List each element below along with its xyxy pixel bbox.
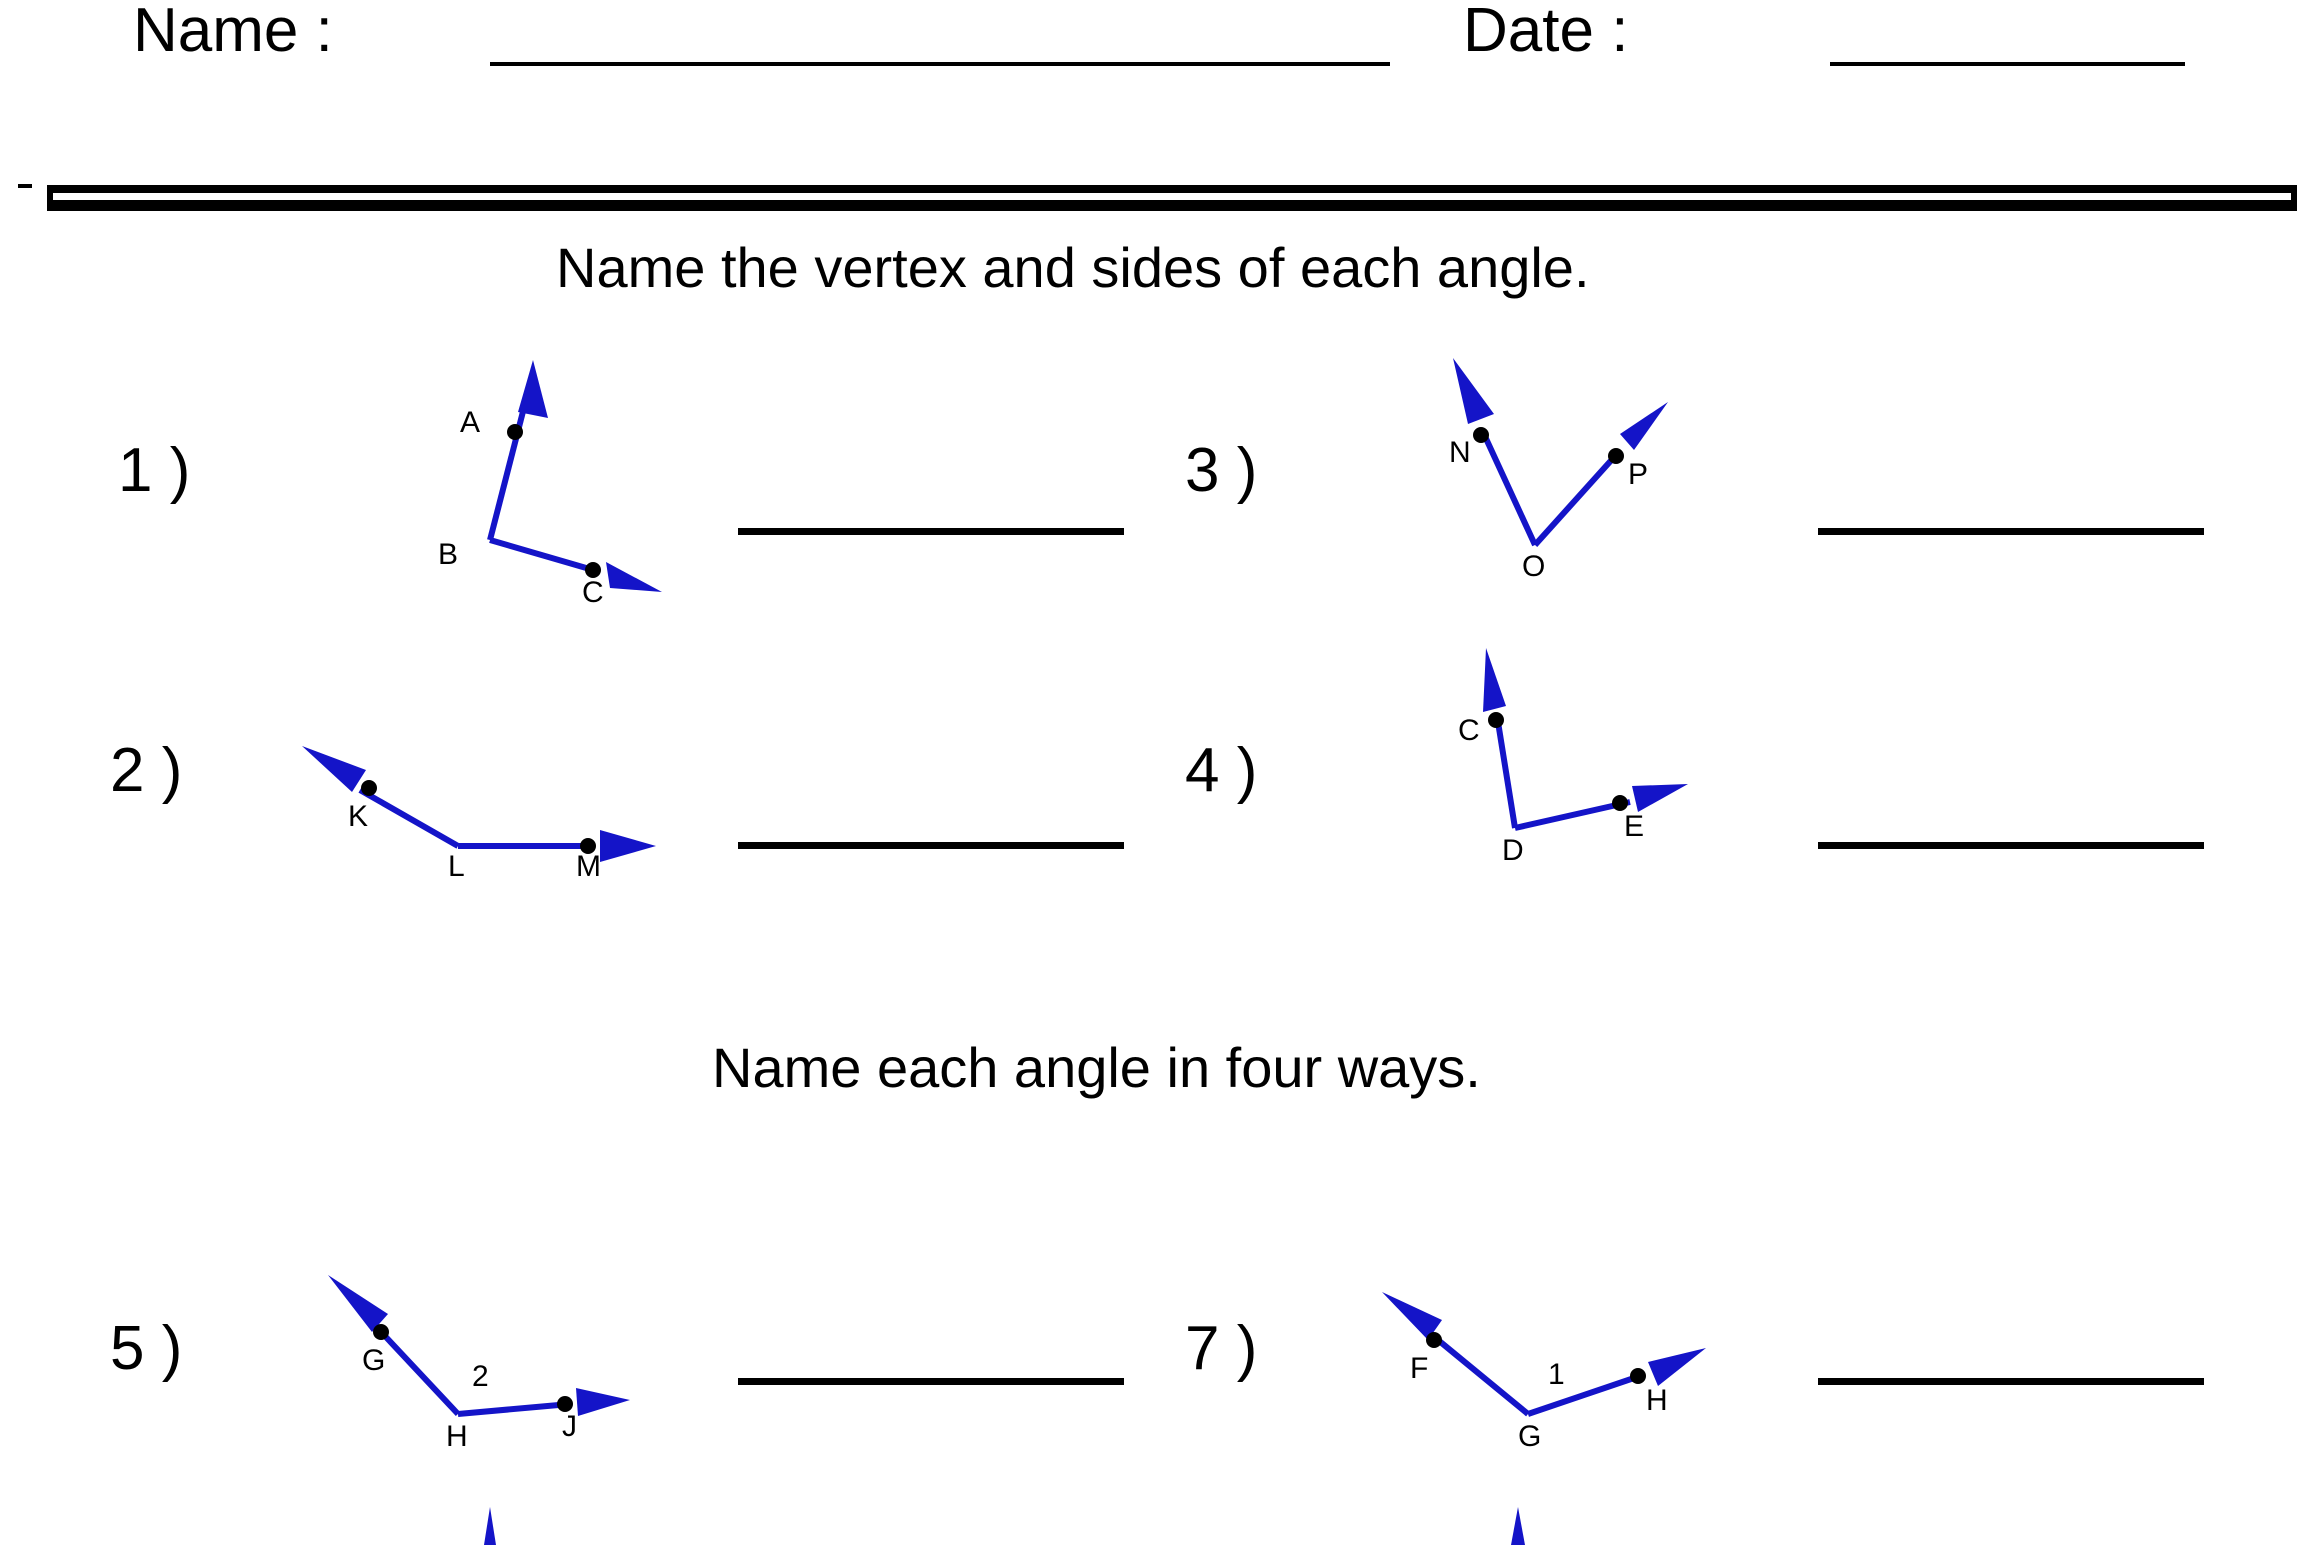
point-label-o: O (1522, 550, 1546, 583)
problem-number-7: 7 ) (1185, 1314, 1258, 1383)
problem-number-1: 1 ) (118, 436, 191, 505)
divider-tick-mark (18, 184, 32, 188)
point-label-a: A (460, 406, 481, 439)
ray-on (1480, 430, 1538, 547)
angle-number-label-7: 1 (1548, 1358, 1565, 1391)
section-2-instruction: Name each angle in four ways. (712, 1036, 1481, 1099)
point-dot-k (361, 780, 377, 796)
arrowhead-a (518, 360, 548, 418)
arrowhead-p (1620, 402, 1668, 450)
name-input-line[interactable] (490, 62, 1390, 66)
angle-figure-8-cutoff (1498, 1505, 1558, 1545)
angle-diagram-cde (1483, 648, 1688, 831)
angle-figure-5: G H J 2 (300, 1270, 660, 1453)
arrowhead-cut-6 (484, 1507, 496, 1545)
answer-line-3[interactable] (1818, 528, 2204, 535)
point-dot-e (1612, 795, 1628, 811)
point-dot-j (557, 1396, 573, 1412)
point-dot-c4 (1488, 712, 1504, 728)
angle-figure-7: F G H 1 (1380, 1270, 1760, 1453)
problem-number-5: 5 ) (110, 1314, 183, 1383)
point-label-j: J (562, 1410, 577, 1443)
point-label-c4: C (1458, 714, 1480, 747)
arrowhead-partial-6 (484, 1507, 496, 1545)
angle-diagram-ghj (328, 1275, 630, 1417)
point-label-d: D (1502, 834, 1524, 867)
angle-number-label-5: 2 (472, 1360, 489, 1393)
arrowhead-c4 (1483, 648, 1506, 712)
arrowhead-g5 (328, 1275, 388, 1332)
angle-diagram-fgh (1382, 1292, 1706, 1417)
point-label-h5: H (446, 1420, 468, 1453)
worksheet-header: Name : Date : (0, 0, 2318, 120)
arrowhead-e (1632, 784, 1688, 812)
point-label-n: N (1449, 436, 1471, 469)
angle-figure-3: N O P (1420, 350, 1700, 600)
answer-line-2[interactable] (738, 842, 1124, 849)
ray-hj (457, 1401, 571, 1417)
ray-dc (1495, 721, 1518, 829)
name-label: Name : (133, 0, 333, 65)
point-dot-a (507, 424, 523, 440)
arrowhead-cut-8 (1511, 1507, 1525, 1545)
arrowhead-f (1382, 1292, 1442, 1340)
problem-number-4: 4 ) (1185, 736, 1258, 805)
arrowhead-partial-8 (1511, 1507, 1525, 1545)
header-divider-bar (47, 185, 2297, 211)
date-input-line[interactable] (1830, 62, 2185, 66)
ray-gh (1527, 1373, 1641, 1417)
point-label-l: L (448, 850, 465, 883)
answer-line-4[interactable] (1818, 842, 2204, 849)
ray-ba (487, 391, 531, 541)
ray-de (1514, 799, 1631, 831)
arrowhead-n (1453, 358, 1494, 424)
point-dot-h7 (1630, 1368, 1646, 1384)
arrowhead-c (606, 562, 662, 592)
angle-diagram-klm (302, 746, 656, 862)
ray-bc (489, 537, 601, 575)
point-label-g7: G (1518, 1420, 1542, 1453)
arrowhead-k (302, 746, 366, 792)
divider-inner-stripe (53, 193, 2291, 200)
ray-gf (1436, 1337, 1530, 1417)
angle-figure-4: C D E (1430, 640, 1720, 890)
point-label-g5: G (362, 1344, 386, 1377)
section-1-instruction: Name the vertex and sides of each angle. (556, 236, 1590, 299)
answer-line-1[interactable] (738, 528, 1124, 535)
arrowhead-j (576, 1388, 630, 1416)
point-dot-c (585, 562, 601, 578)
angle-diagram-nop (1453, 358, 1668, 548)
point-dot-m (580, 838, 596, 854)
ray-op (1532, 452, 1619, 548)
angle-figure-2: K L M (270, 730, 670, 890)
point-label-f: F (1410, 1352, 1429, 1385)
point-label-e: E (1624, 810, 1645, 843)
ray-hg (381, 1332, 461, 1417)
answer-line-5[interactable] (738, 1378, 1124, 1385)
date-label: Date : (1463, 0, 1629, 65)
point-dot-p (1608, 448, 1624, 464)
point-dot-f (1426, 1332, 1442, 1348)
point-dot-g5 (373, 1324, 389, 1340)
ray-lk (358, 787, 460, 849)
angle-figure-1: A B C (430, 350, 690, 608)
point-dot-n (1473, 427, 1489, 443)
arrowhead-m (600, 830, 656, 862)
point-label-m: M (576, 850, 601, 883)
angle-diagram-abc (487, 360, 662, 592)
point-label-h7: H (1646, 1384, 1668, 1417)
angle-figure-6-cutoff (470, 1505, 530, 1545)
problem-number-2: 2 ) (110, 736, 183, 805)
problem-number-3: 3 ) (1185, 436, 1258, 505)
answer-line-7[interactable] (1818, 1378, 2204, 1385)
point-label-p: P (1628, 458, 1649, 491)
point-label-b: B (438, 538, 459, 571)
arrowhead-h7 (1648, 1348, 1706, 1386)
point-label-c: C (582, 576, 604, 609)
point-label-k: K (348, 800, 369, 833)
